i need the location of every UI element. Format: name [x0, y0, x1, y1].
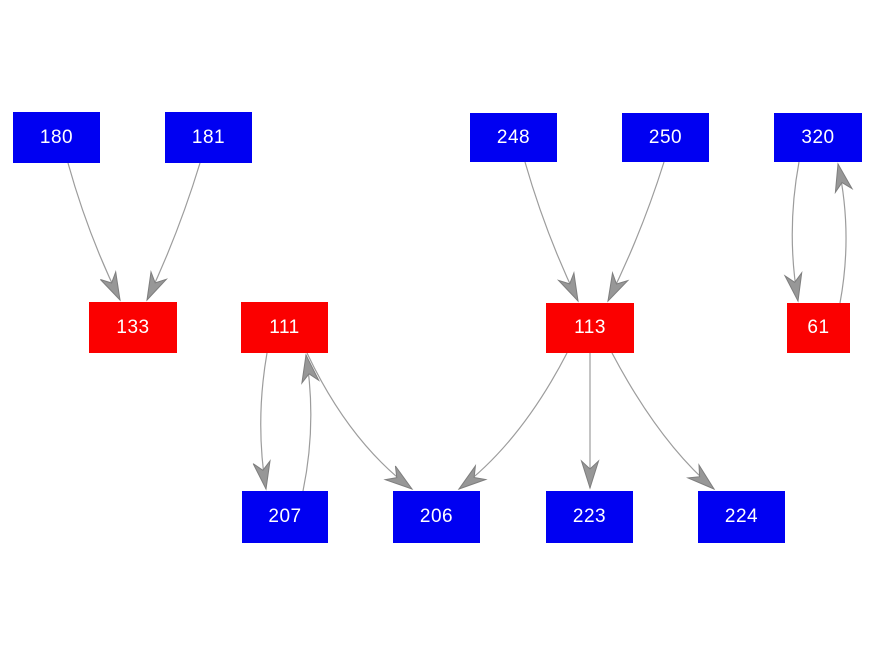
node-label: 207 [268, 506, 302, 527]
edge-250-113-arrowhead-icon [607, 271, 630, 303]
node-label: 224 [724, 506, 759, 527]
node-111: 111 [241, 302, 328, 353]
node-label: 248 [496, 126, 531, 148]
node-207: 207 [242, 491, 328, 543]
node-206: 206 [393, 491, 480, 543]
node-180: 180 [13, 112, 100, 163]
edge-111-206-arrowhead-icon [383, 465, 414, 490]
node-label: 320 [801, 126, 835, 148]
edge-113-223-arrowhead-icon [580, 459, 600, 490]
node-label: 133 [116, 316, 150, 338]
node-label: 113 [574, 317, 606, 338]
edge-180-133-arrowhead-icon [100, 270, 121, 302]
node-113: 113 [546, 303, 634, 353]
node-label: 223 [572, 506, 607, 527]
node-label: 61 [807, 317, 830, 338]
node-248: 248 [470, 113, 557, 162]
edge-181-133-arrowhead-icon [146, 270, 168, 302]
node-label: 206 [419, 506, 454, 527]
node-label: 181 [191, 126, 226, 148]
node-label: 111 [269, 316, 300, 338]
node-label: 180 [39, 126, 74, 148]
node-133: 133 [89, 302, 177, 353]
node-250: 250 [622, 113, 709, 162]
edge-248-113-arrowhead-icon [556, 271, 579, 303]
edge-207-111-arrowhead-icon [301, 353, 320, 385]
node-181: 181 [165, 112, 252, 163]
node-224: 224 [698, 491, 785, 543]
edge-320-61-arrowhead-icon [783, 271, 803, 303]
node-223: 223 [546, 491, 633, 543]
node-320: 320 [774, 113, 862, 162]
edge-113-206-arrowhead-icon [457, 464, 488, 491]
edge-61-320-arrowhead-icon [834, 162, 854, 195]
edge-111-207-arrowhead-icon [252, 459, 271, 491]
node-61: 61 [787, 303, 850, 353]
node-label: 250 [648, 126, 683, 148]
edge-113-224-arrowhead-icon [686, 463, 716, 491]
